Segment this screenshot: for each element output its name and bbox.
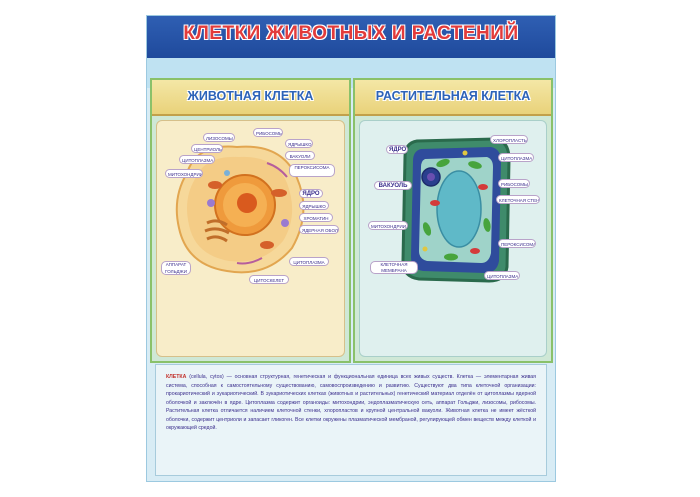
animal-cell-title: ЖИВОТНАЯ КЛЕТКА — [187, 89, 314, 103]
title-bar: КЛЕТКИ ЖИВОТНЫХ И РАСТЕНИЙ — [147, 16, 555, 58]
animal-label-lysosomes: ЛИЗОСОМЫ — [203, 133, 235, 142]
plant-label-ribosomes: РИБОСОМЫ — [498, 179, 530, 188]
animal-label-chromatin: ХРОМАТИН — [299, 213, 333, 222]
description-paragraph: КЛЕТКА (cellula, cytos) — основная струк… — [166, 373, 536, 433]
animal-label-nucleolus-top: ЯДРЫШКО — [285, 139, 313, 148]
plant-cell-panel: РАСТИТЕЛЬНАЯ КЛЕТКА ЯДРО — [353, 78, 553, 363]
animal-label-golgi: АППАРАТ ГОЛЬДЖИ — [161, 261, 191, 275]
poster: КЛЕТКИ ЖИВОТНЫХ И РАСТЕНИЙ ЖИВОТНАЯ КЛЕТ… — [146, 15, 556, 482]
animal-label-centriole: ЦЕНТРИОЛЬ — [191, 144, 223, 153]
plant-label-vacuole: ВАКУОЛЬ — [374, 181, 412, 190]
animal-cell-header: ЖИВОТНАЯ КЛЕТКА — [152, 80, 349, 116]
plant-label-cell-wall: КЛЕТОЧНАЯ СТЕНКА — [496, 195, 540, 204]
plant-label-chloroplasts: ХЛОРОПЛАСТЫ — [490, 135, 528, 144]
animal-label-nucleolus: ЯДРЫШКО — [299, 201, 329, 210]
animal-label-vacuoles: ВАКУОЛИ — [285, 151, 315, 160]
animal-label-nuclear-envelope: ЯДЕРНАЯ ОБОЛОЧКА — [299, 225, 339, 234]
description-term: КЛЕТКА — [166, 374, 187, 380]
animal-cell-panel: ЖИВОТНАЯ КЛЕТКА ЛИЗОСОМЫ РИБОСОМЫ ЦЕНТРИ… — [150, 78, 351, 363]
animal-label-nucleus: ЯДРО — [299, 189, 323, 198]
animal-cell-body: ЛИЗОСОМЫ РИБОСОМЫ ЦЕНТРИОЛЬ ЯДРЫШКО ЦИТО… — [156, 120, 345, 357]
plant-label-cytoplasm-bottom: ЦИТОПЛАЗМА — [484, 271, 520, 280]
plant-label-mitochondria: МИТОХОНДРИИ — [368, 221, 408, 230]
animal-cell-illustration — [175, 145, 305, 274]
poster-title: КЛЕТКИ ЖИВОТНЫХ И РАСТЕНИЙ — [183, 23, 519, 44]
plant-cell-title: РАСТИТЕЛЬНАЯ КЛЕТКА — [375, 89, 531, 103]
plant-label-nucleus: ЯДРО — [386, 145, 408, 154]
plant-label-cytoplasm: ЦИТОПЛАЗМА — [498, 153, 534, 162]
animal-label-cytoskeleton: ЦИТОСКЕЛЕТ — [249, 275, 289, 284]
plant-label-cell-membrane: КЛЕТОЧНАЯ МЕМБРАНА — [370, 261, 418, 274]
plant-cell-header: РАСТИТЕЛЬНАЯ КЛЕТКА — [355, 80, 551, 116]
animal-label-ribosomes: РИБОСОМЫ — [253, 128, 283, 137]
animal-label-cytoplasm: ЦИТОПЛАЗМА — [289, 257, 329, 266]
plant-label-peroxisome: ПЕРОКСИСОМА — [498, 239, 536, 248]
description-box: КЛЕТКА (cellula, cytos) — основная струк… — [155, 364, 547, 476]
plant-cell-illustration — [401, 137, 511, 283]
plant-cell-body: ЯДРО ХЛОРОПЛАСТЫ ЦИТОПЛАЗМА ВАКУОЛЬ РИБО… — [359, 120, 547, 357]
animal-label-mitochondria: МИТОХОНДРИИ — [165, 169, 203, 178]
description-text: (cellula, cytos) — основная структурная,… — [166, 374, 536, 431]
animal-label-cytoplasm-top: ЦИТОПЛАЗМА — [179, 155, 215, 164]
animal-label-peroxisome: ПЕРОКСИСОМА — [289, 164, 335, 177]
